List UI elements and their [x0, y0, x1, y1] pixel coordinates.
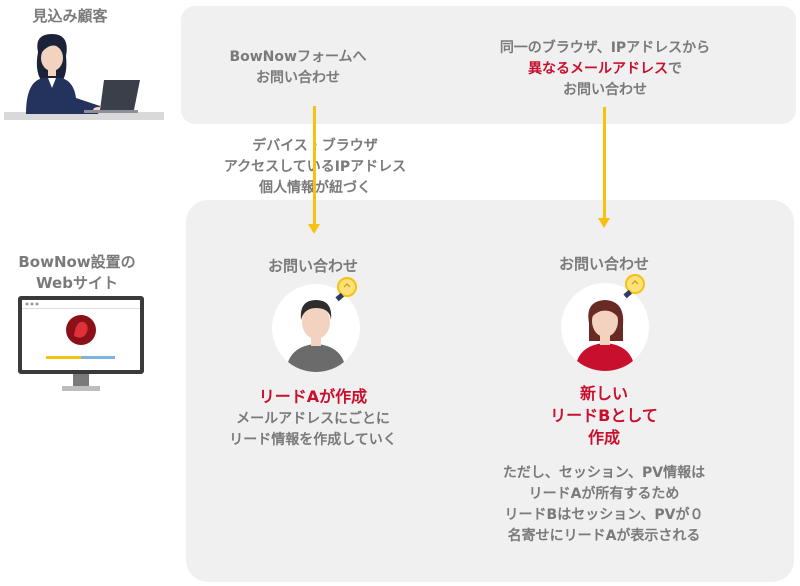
- prospect-at-laptop-illustration: [4, 34, 164, 120]
- person-a-icon: [286, 300, 346, 372]
- bottom-right-note1: ただし、セッション、PV情報は: [502, 465, 706, 481]
- bottom-right-heading: お問い合わせ: [558, 255, 649, 273]
- website-monitor-icon: [18, 296, 144, 391]
- right-arrow-line: [603, 107, 606, 219]
- person-a-avatar: [272, 284, 360, 372]
- person-b-avatar: [561, 283, 649, 371]
- new-lead-b-line2: リードBとして: [550, 406, 658, 425]
- different-email-highlight: 異なるメールアドレス: [528, 61, 668, 77]
- top-right-line2: 異なるメールアドレスで: [528, 61, 682, 77]
- left-arrow-head: [308, 224, 320, 234]
- bottom-left-desc1: メールアドレスにごとに: [236, 411, 390, 427]
- top-right-line1: 同一のブラウザ、IPアドレスから: [499, 40, 711, 56]
- website-label-line2: Webサイト: [36, 274, 118, 292]
- bottom-right-note4: 名寄せにリードAが表示される: [507, 528, 701, 544]
- lightbulb-icon: [623, 274, 645, 299]
- bottom-left-heading: お問い合わせ: [267, 257, 358, 275]
- bottom-right-note2: リードAが所有するため: [528, 486, 680, 502]
- lead-a-created-label: リードAが作成: [258, 387, 368, 406]
- left-arrow-line: [313, 106, 316, 226]
- bottom-left-desc2: リード情報を作成していく: [229, 432, 397, 448]
- top-left-line1: BowNowフォームへ: [229, 49, 367, 65]
- new-lead-b-line3: 作成: [587, 428, 620, 447]
- website-label-line1: BowNow設置の: [18, 253, 136, 271]
- lightbulb-icon: [335, 277, 357, 302]
- top-panel: [181, 6, 796, 124]
- prospect-label: 見込み顧客: [32, 7, 108, 25]
- person-b-icon: [575, 300, 635, 371]
- top-right-line3: お問い合わせ: [563, 82, 647, 98]
- bottom-panel: [186, 200, 794, 582]
- bottom-right-note3: リードBはセッション、PVが０: [504, 507, 704, 523]
- top-left-line2: お問い合わせ: [256, 70, 340, 86]
- right-arrow-head: [598, 218, 610, 228]
- new-lead-b-line1: 新しい: [579, 384, 628, 403]
